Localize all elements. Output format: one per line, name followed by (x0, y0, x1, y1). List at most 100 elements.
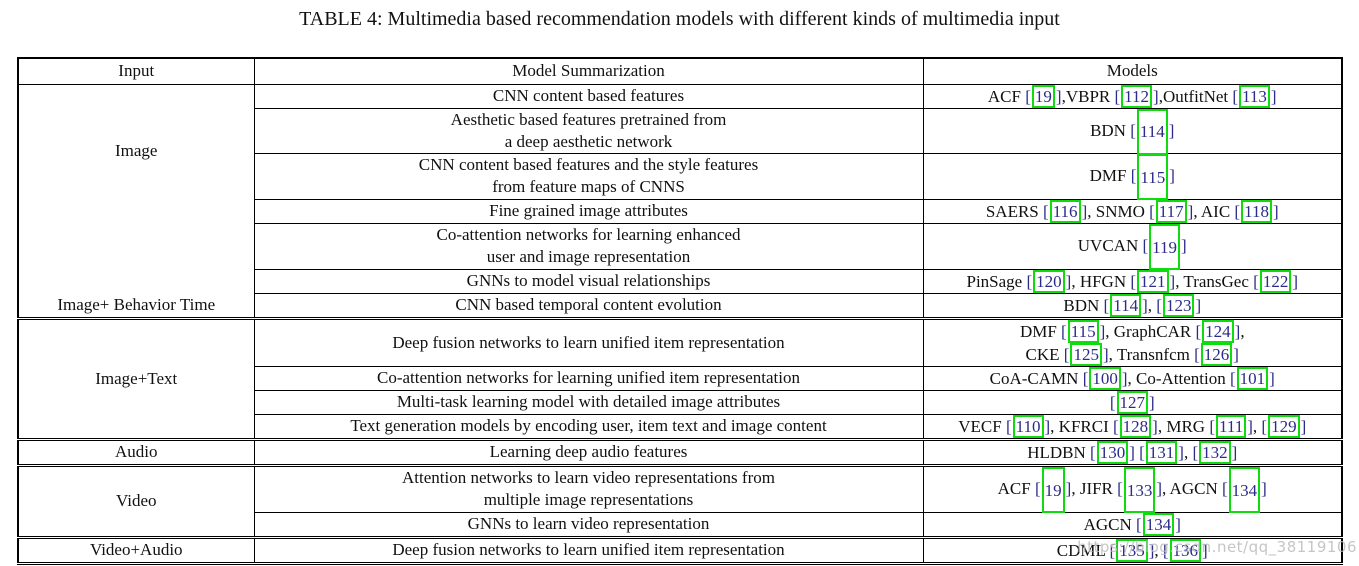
citation-link[interactable]: [136] (1162, 538, 1208, 562)
citation-box: 126 (1200, 342, 1233, 366)
models-cell: UVCAN [119] (922, 222, 1343, 271)
citation-box: 131 (1145, 440, 1178, 464)
citation-box: 136 (1169, 538, 1202, 562)
citation-link[interactable]: [134] (1136, 512, 1181, 536)
summary-cell: CNN based temporal content evolution (253, 292, 924, 319)
input-cell: Video (17, 463, 255, 538)
citation-link[interactable]: [19] (1035, 467, 1071, 514)
citation-box: 121 (1137, 269, 1169, 293)
citation-box: 127 (1116, 390, 1148, 414)
input-cell: Video+Audio (17, 535, 255, 564)
citation-link[interactable]: [121] (1130, 269, 1176, 293)
citation-box: 122 (1259, 269, 1292, 293)
citation-link[interactable]: [117] (1149, 199, 1194, 223)
models-cell: BDN [114] (922, 107, 1343, 155)
citation-link[interactable]: [100] (1082, 366, 1128, 390)
input-cell: Image (17, 83, 255, 293)
input-cell: Image+ Behavior Time (17, 293, 255, 319)
models-cell: HLDBN [130] [131], [132] (922, 437, 1343, 466)
citation-link[interactable]: [124] (1195, 319, 1241, 343)
citation-link[interactable]: [132] (1192, 440, 1238, 464)
citation-box: 112 (1121, 84, 1153, 108)
citation-box: 128 (1119, 414, 1152, 438)
citation-box: 101 (1236, 366, 1269, 390)
citation-box: 134 (1228, 467, 1261, 514)
citation-box: 133 (1123, 467, 1156, 514)
citation-link[interactable]: [130] (1090, 440, 1135, 464)
models-cell: BDN [114], [123] (922, 292, 1343, 319)
citation-link[interactable]: [129] (1261, 414, 1307, 438)
citation-link[interactable]: [127] (1109, 390, 1155, 414)
citation-box: 113 (1239, 84, 1270, 108)
summary-cell: Text generation models by encoding user,… (253, 413, 924, 440)
citation-link[interactable]: [125] (1063, 342, 1109, 366)
summary-cell: Learning deep audio features (253, 437, 924, 466)
citation-link[interactable]: [118] (1234, 199, 1279, 223)
citation-box: 119 (1149, 224, 1181, 271)
summary-cell: Fine grained image attributes (253, 198, 924, 224)
citation-link[interactable]: [133] (1117, 467, 1162, 514)
citation-link[interactable]: [114] (1103, 293, 1148, 317)
citation-link[interactable]: [116] (1043, 199, 1088, 223)
input-label: Image (115, 141, 158, 161)
citation-link[interactable]: [19] (1025, 84, 1062, 108)
summary-cell: GNNs to model visual relationships (253, 268, 924, 294)
models-cell: DMF [115] (922, 152, 1343, 201)
table-row: Aesthetic based features pretrained from… (18, 107, 1343, 155)
summary-cell: Attention networks to learn video repres… (253, 463, 924, 513)
citation-box: 125 (1070, 342, 1102, 366)
citation-box: 115 (1137, 154, 1169, 201)
citation-link[interactable]: [128] (1113, 414, 1158, 438)
citation-link[interactable]: [115] (1131, 154, 1175, 201)
summary-cell: CNN content based features (253, 83, 924, 109)
citation-box: 130 (1096, 440, 1129, 464)
citation-box: 124 (1202, 319, 1234, 343)
table-row: Co-attention networks for learning enhan… (18, 222, 1343, 271)
citation-box: 134 (1142, 512, 1175, 536)
table-row: CNN content based features and the style… (18, 152, 1343, 201)
citation-link[interactable]: [119] (1142, 224, 1187, 271)
citation-link[interactable]: [113] (1232, 84, 1277, 108)
models-cell: PinSage [120], HFGN [121], TransGec [122… (922, 268, 1343, 294)
models-cell: AGCN [134] (922, 511, 1343, 538)
header-model-summarization: Model Summarization (253, 57, 924, 85)
models-cell: CoA-CAMN [100], Co-Attention [101] (922, 365, 1343, 391)
summary-cell: Deep fusion networks to learn unified it… (253, 316, 924, 367)
citation-link[interactable]: [131] (1139, 440, 1184, 464)
citation-link[interactable]: [126] (1194, 342, 1239, 366)
citation-link[interactable]: [114] (1130, 108, 1174, 155)
citation-link[interactable]: [111] (1209, 414, 1253, 438)
models-cell: ACF [19],VBPR [112],OutfitNet [113] (922, 83, 1343, 109)
table-row: Text generation models by encoding user,… (18, 413, 1343, 440)
citation-box: 115 (1067, 319, 1099, 343)
citation-link[interactable]: [112] (1114, 84, 1159, 108)
models-cell: CDML [135], [136] (922, 535, 1343, 564)
citation-link[interactable]: [123] (1156, 293, 1202, 317)
summary-cell: Co-attention networks for learning unifi… (253, 365, 924, 391)
summary-cell: Co-attention networks for learning enhan… (253, 222, 924, 270)
citation-box: 100 (1089, 366, 1121, 390)
citation-link[interactable]: [134] (1222, 467, 1267, 514)
watermark-url: https://blog.csdn.net/qq_38119106 (1077, 538, 1357, 556)
citation-box: 132 (1199, 440, 1231, 464)
citation-link[interactable]: [120] (1026, 269, 1072, 293)
summary-cell: Aesthetic based features pretrained from… (253, 107, 924, 154)
citation-link[interactable]: [122] (1253, 269, 1298, 293)
citation-link[interactable]: [135] (1109, 538, 1155, 562)
input-cell: Image+Text (17, 316, 255, 440)
summary-cell: GNNs to learn video representation (253, 511, 924, 538)
citation-link[interactable]: [101] (1230, 366, 1275, 390)
table-header-row: Input Model Summarization Models (17, 57, 1343, 85)
citation-link[interactable]: [115] (1061, 319, 1106, 343)
citation-link[interactable]: [110] (1005, 414, 1051, 438)
